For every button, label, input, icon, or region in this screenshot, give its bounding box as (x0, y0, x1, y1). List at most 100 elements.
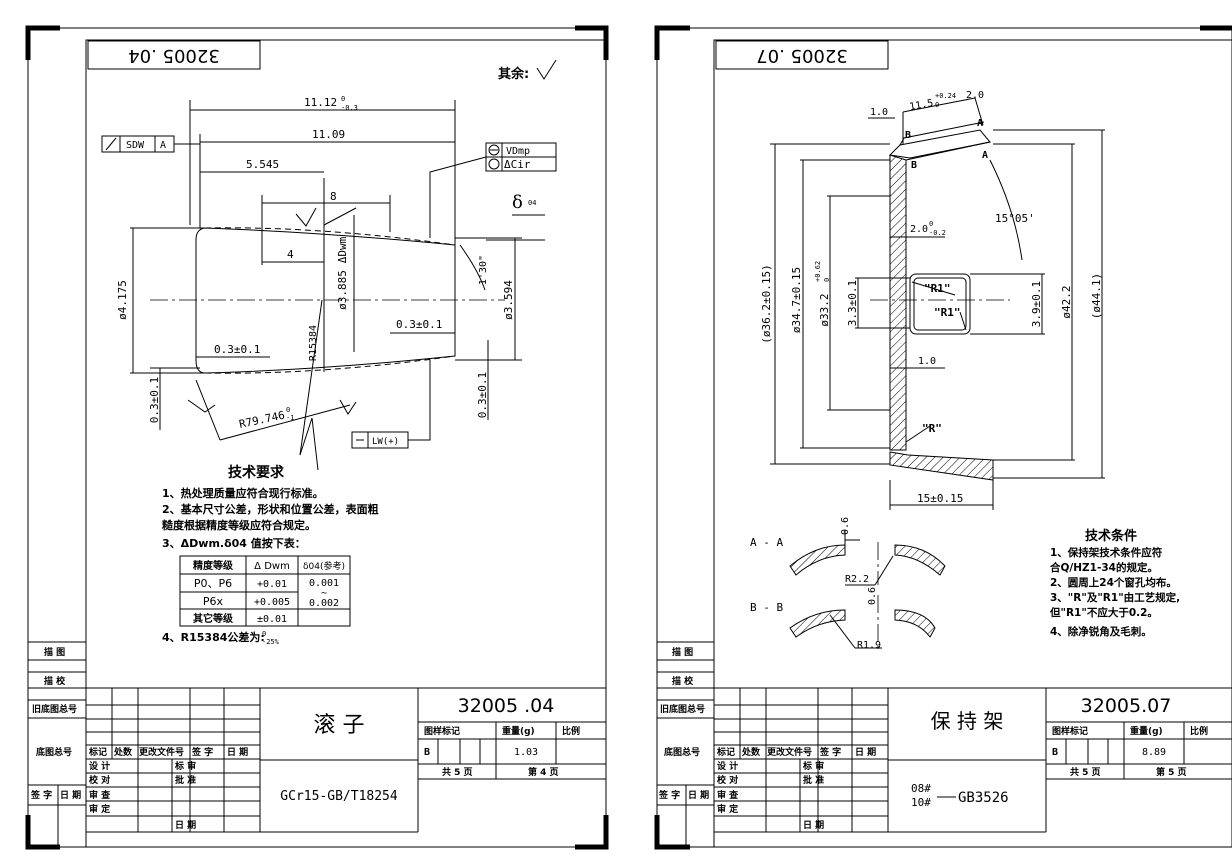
svg-text:0: 0 (935, 101, 939, 109)
svg-text:重量(g): 重量(g) (1130, 725, 1163, 737)
right-sheet: 32005 .07 1.0 11.5 +0.24 0 2.0 (654, 25, 1232, 850)
roller-profile (150, 178, 505, 374)
svg-text:A: A (160, 140, 166, 151)
svg-text:B: B (424, 747, 430, 758)
svg-text:描 校: 描 校 (44, 675, 66, 687)
svg-text:日 期: 日 期 (855, 746, 876, 758)
svg-text:3、"R"及"R1"由工艺规定,: 3、"R"及"R1"由工艺规定, (1050, 591, 1180, 604)
svg-text:+0.24: +0.24 (935, 92, 956, 100)
svg-text:B: B (1052, 747, 1058, 758)
svg-text:0: 0 (929, 220, 933, 228)
chamfer-left: 0.3±0.1 (214, 343, 260, 356)
svg-text:审 定: 审 定 (89, 803, 111, 815)
svg-text:共 5 页: 共 5 页 (1070, 766, 1101, 778)
svg-text:2、基本尺寸公差，形状和位置公差，表面粗: 2、基本尺寸公差，形状和位置公差，表面粗 (162, 502, 379, 516)
cage-hatch-left (889, 154, 907, 451)
svg-text:但"R1"不应大于0.2。: 但"R1"不应大于0.2。 (1049, 606, 1158, 619)
left-center-dims: ø3.885 ΔDwm R15384 0.3±0.1 (299, 236, 455, 471)
delta-04: δ (512, 192, 523, 213)
svg-text:其它等级: 其它等级 (193, 612, 234, 625)
cage-angle: 15°05' (995, 212, 1035, 225)
r15384: R15384 (308, 325, 319, 361)
svg-text:ΔCir: ΔCir (504, 158, 531, 171)
svg-text:0.001: 0.001 (309, 578, 339, 589)
svg-text:处数: 处数 (741, 746, 761, 758)
svg-text:合Q/HZ1-34的规定。: 合Q/HZ1-34的规定。 (1049, 561, 1158, 574)
svg-text:δ04(参考): δ04(参考) (303, 560, 345, 572)
left-sheet: 32005 .04 其余: 11.12 0 -0.3 11.09 (25, 25, 609, 850)
svg-text:1.03: 1.03 (514, 747, 538, 758)
svg-text:(ø44.1): (ø44.1) (1090, 273, 1103, 319)
svg-text:+0.005: +0.005 (254, 597, 290, 608)
delta-dwm: ΔDwm (336, 236, 349, 263)
svg-text:0: 0 (262, 630, 266, 638)
right-code-box (715, 40, 889, 70)
svg-text:签 字: 签 字 (658, 789, 680, 801)
cage-mid-dims: 2.0 0 -0.2 "R1" "R1" 1.0 "R" (890, 220, 967, 443)
svg-text:11.5: 11.5 (909, 98, 935, 113)
svg-text:R2.2: R2.2 (845, 574, 869, 585)
left-part-name: 滚 子 (314, 713, 365, 738)
left-material: GCr15-GB/T18254 (280, 789, 398, 804)
svg-text:04: 04 (528, 199, 536, 207)
svg-text:ø42.2: ø42.2 (1060, 285, 1073, 318)
svg-text:1.0: 1.0 (918, 356, 936, 367)
dim-4: 4 (287, 248, 294, 261)
svg-text:描 图: 描 图 (672, 646, 693, 658)
svg-text:Δ Dwm: Δ Dwm (254, 561, 290, 572)
svg-text:校 对: 校 对 (717, 774, 738, 786)
tech-req-title: 技术要求 (228, 464, 285, 481)
svg-text:2.0: 2.0 (966, 90, 984, 101)
svg-text:第 5 页: 第 5 页 (1156, 766, 1187, 778)
right-drawing-no: 32005.07 (1081, 695, 1172, 717)
svg-text:10#: 10# (911, 796, 931, 809)
lw-frame: LW(+) (351, 360, 431, 449)
svg-text:日 期: 日 期 (803, 819, 824, 831)
svg-text:签 字: 签 字 (819, 746, 841, 758)
svg-text:-0.2: -0.2 (929, 229, 946, 237)
section-aa-right (894, 544, 946, 576)
svg-text:P6x: P6x (203, 595, 224, 608)
right-tech-cond: 技术条件 1、保持架技术条件应符 合Q/HZ1-34的规定。 2、圆周上24个窗… (1049, 528, 1180, 638)
svg-text:LW(+): LW(+) (372, 437, 399, 447)
svg-text:更改文件号: 更改文件号 (139, 746, 184, 758)
svg-text:签 字: 签 字 (191, 746, 213, 758)
svg-text:日 期: 日 期 (688, 789, 709, 801)
svg-text:图样标记: 图样标记 (424, 725, 460, 737)
left-right-dims: ø3.594 1'30" 0.3±0.1 δ 04 (455, 192, 545, 420)
left-code-text: 32005 .04 (128, 45, 220, 66)
dim-8: 8 (330, 190, 337, 203)
left-rest-roughness: 其余: (498, 66, 529, 82)
svg-text:3.3±0.1: 3.3±0.1 (846, 280, 859, 326)
svg-text:更改文件号: 更改文件号 (767, 746, 812, 758)
svg-text:0.002: 0.002 (309, 598, 339, 609)
roller-top-dashed (204, 227, 456, 246)
svg-text:处数: 处数 (113, 746, 133, 758)
section-aa-label: A - A (750, 536, 783, 549)
svg-text:-1: -1 (286, 414, 294, 422)
section-bb-label: B - B (750, 601, 783, 614)
svg-text:P0、P6: P0、P6 (194, 577, 232, 590)
svg-text:B: B (911, 160, 917, 171)
dim-11-12: 11.12 (304, 96, 337, 109)
dia-3-885: ø3.885 (336, 270, 349, 310)
svg-text:标 审: 标 审 (802, 760, 824, 772)
tech-cond-title: 技术条件 (1085, 528, 1137, 544)
r79: R79.746 (238, 409, 286, 431)
svg-text:图样标记: 图样标记 (1052, 725, 1088, 737)
cage-diameter-dims: (ø36.2±0.15) ø34.7±0.15 ø33.2 +0.62 0 3.… (760, 129, 1105, 479)
svg-text:"R": "R" (922, 422, 942, 435)
section-aa-left (789, 544, 846, 576)
section-views: A - A 0.6 R2.2 B - B 0.6 R1.9 (750, 517, 946, 651)
svg-text:4、R15384公差为:: 4、R15384公差为: (162, 630, 265, 644)
svg-text:0: 0 (286, 406, 290, 414)
svg-text:4、除净锐角及毛刺。: 4、除净锐角及毛刺。 (1050, 625, 1152, 638)
svg-text:共 5 页: 共 5 页 (442, 766, 473, 778)
svg-text:"R1": "R1" (924, 282, 951, 295)
svg-text:0.6: 0.6 (840, 517, 851, 535)
svg-text:3.9±0.1: 3.9±0.1 (1030, 281, 1043, 327)
svg-text:+0.62: +0.62 (814, 261, 822, 282)
dia-4-175: ø4.175 (116, 280, 129, 320)
circle-minus-icon (488, 144, 500, 156)
